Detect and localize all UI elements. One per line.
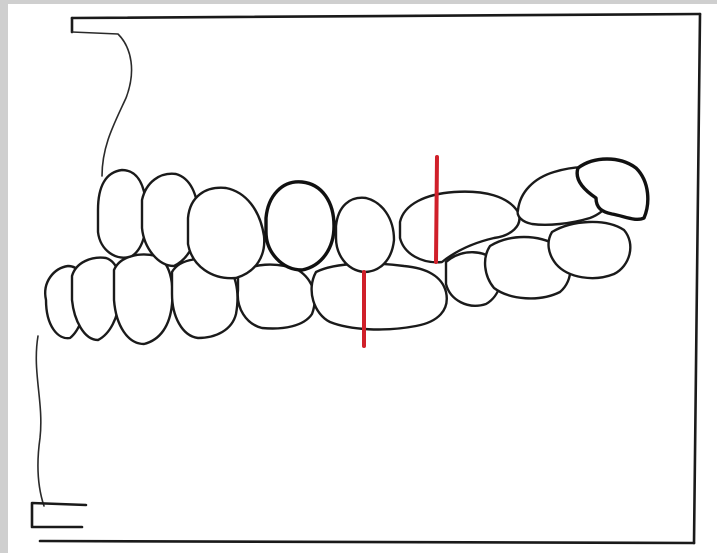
frame-right-edge bbox=[694, 14, 700, 543]
lower-base-outline bbox=[36, 336, 44, 506]
lower-canine bbox=[114, 255, 172, 344]
left-edge-shade bbox=[0, 0, 8, 553]
upper-second-premolar bbox=[336, 198, 394, 272]
upper-base-outline bbox=[72, 32, 132, 176]
frame-top-edge bbox=[72, 14, 700, 18]
frame-bottom-edge bbox=[40, 541, 694, 543]
upper-reference-line bbox=[436, 157, 437, 262]
lower-second-premolar bbox=[238, 265, 315, 329]
upper-central-incisor bbox=[98, 170, 146, 258]
upper-canine bbox=[188, 188, 264, 278]
upper-first-premolar bbox=[266, 182, 334, 270]
lower-first-molar bbox=[312, 264, 447, 330]
lower-base-foot bbox=[32, 503, 86, 527]
top-edge-shade bbox=[0, 0, 717, 4]
lower-distal-molar bbox=[549, 222, 631, 278]
